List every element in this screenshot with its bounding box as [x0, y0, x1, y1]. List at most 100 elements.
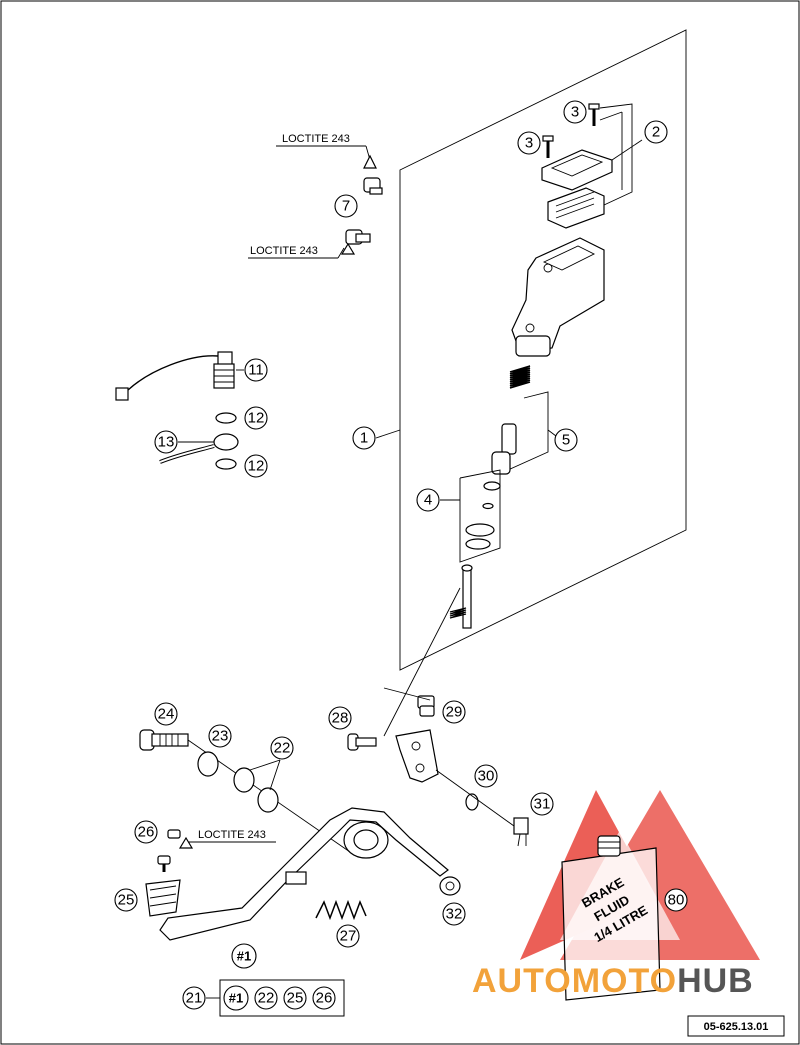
callout-circle-12a: [244, 406, 268, 430]
loctite-drop-lower: [340, 242, 356, 255]
callout-circle-29: [442, 700, 466, 724]
brake-fluid-bottle-80: BRAKE FLUID 1/4 LITRE: [561, 835, 661, 1001]
brake-light-switch-11: [115, 351, 235, 401]
screw-7-upper: [363, 177, 383, 195]
callout-circle-24: [154, 702, 178, 726]
callout-31: 31: [534, 796, 551, 813]
callout-circle-pedal: [231, 943, 257, 969]
callout-pedal: #1: [237, 949, 251, 964]
callout-13: 13: [158, 434, 175, 451]
watermark-text: AUTOMOTOHUB: [472, 962, 754, 1000]
return-spring-27: [315, 899, 367, 921]
callout-circle-27: [336, 924, 360, 948]
callout-circle-12b: [244, 454, 268, 478]
callout-32: 32: [446, 906, 463, 923]
washer-12-lower: [215, 458, 237, 470]
kit-item-1: 22: [258, 990, 275, 1007]
cotter-pin-31: [513, 817, 529, 847]
callout-circle-13: [154, 430, 178, 454]
callout-circle-3b: [517, 131, 541, 155]
seal-kit-4: [465, 481, 501, 550]
reference-code: 05-625.13.01: [704, 1021, 769, 1033]
brake-pedal-1: [159, 807, 449, 941]
callout-circle-4: [416, 488, 440, 512]
callout-27: 27: [340, 928, 357, 945]
watermark-text-b: HUB: [677, 962, 754, 1000]
callout-circle-80: [664, 888, 688, 912]
loctite-label-upper: LOCTITE 243: [282, 133, 350, 145]
watermark-text-a: AUTOMOTO: [472, 962, 677, 1000]
callout-circle-31: [530, 792, 554, 816]
reference-code-box: [687, 1015, 785, 1037]
callout-circle-28: [328, 706, 352, 730]
reservoir-cover-2: [541, 149, 613, 191]
reservoir-diaphragm: [547, 187, 605, 229]
callout-24: 24: [158, 706, 175, 723]
callout-circle-5: [554, 428, 578, 452]
callout-2: 2: [652, 124, 660, 141]
callout-25: 25: [118, 892, 135, 909]
bushing-22-b: [257, 787, 279, 813]
callout-12a: 12: [248, 410, 265, 427]
kit-item-circle-0: [223, 985, 249, 1011]
callout-circle-23: [208, 724, 232, 748]
kit-item-3: 26: [316, 990, 333, 1007]
assembly-frame-1: [399, 29, 687, 671]
nut-29: [417, 695, 435, 717]
callout-circle-22: [270, 736, 294, 760]
callout-circle-25: [114, 888, 138, 912]
callout-circle-21: [182, 986, 206, 1010]
screw-3-lower: [542, 135, 554, 158]
kit-item-0: #1: [229, 991, 243, 1006]
callout-5: 5: [562, 432, 570, 449]
piston-5: [491, 423, 517, 475]
kit-item-circle-2: [283, 986, 307, 1010]
loctite-drop-pedal: [178, 836, 194, 849]
callout-circle-3a: [563, 100, 587, 124]
push-rod: [449, 564, 473, 629]
kit-item-2: 25: [287, 990, 304, 1007]
pushrod-clevis: [395, 729, 439, 783]
callout-4: 4: [424, 492, 432, 509]
bushing-22-a: [233, 767, 255, 793]
bolt-28: [347, 733, 377, 751]
nut-32: [439, 876, 461, 896]
piston-spring: [509, 365, 531, 389]
callout-26: 26: [138, 824, 155, 841]
kit-item-circle-3: [312, 986, 336, 1010]
loctite-drop-upper: [363, 154, 377, 169]
master-cylinder-body: [511, 237, 605, 357]
washer-12-upper: [215, 412, 237, 424]
brake-hose-13: [159, 433, 239, 464]
screw-7-lower: [345, 229, 371, 245]
callout-22: 22: [274, 740, 291, 757]
callout-circle-32: [442, 902, 466, 926]
callout-circle-7: [334, 194, 358, 218]
callout-21: 21: [186, 990, 203, 1007]
callout-3a: 3: [571, 104, 579, 121]
callout-3b: 3: [525, 135, 533, 152]
callout-12b: 12: [248, 458, 265, 475]
callout-11: 11: [248, 362, 264, 379]
loctite-label-lower: LOCTITE 243: [250, 245, 318, 257]
loctite-label-pedal: LOCTITE 243: [198, 829, 266, 841]
callout-1: 1: [360, 430, 368, 447]
callout-29: 29: [446, 704, 463, 721]
callout-circle-2: [644, 120, 668, 144]
screw-3-upper: [588, 103, 600, 126]
callout-7: 7: [342, 198, 350, 215]
kit-item-circle-1: [254, 986, 278, 1010]
callout-80: 80: [668, 892, 685, 909]
pivot-bolt-24: [139, 729, 189, 751]
pedal-tip-25: [145, 879, 181, 917]
callout-circle-1: [352, 426, 376, 450]
callout-28: 28: [332, 710, 349, 727]
washer-23: [197, 751, 219, 777]
callout-circle-26: [134, 820, 158, 844]
callout-23: 23: [212, 728, 229, 745]
screw-26: [157, 829, 181, 872]
callout-30: 30: [478, 768, 495, 785]
callout-circle-11: [244, 358, 268, 382]
